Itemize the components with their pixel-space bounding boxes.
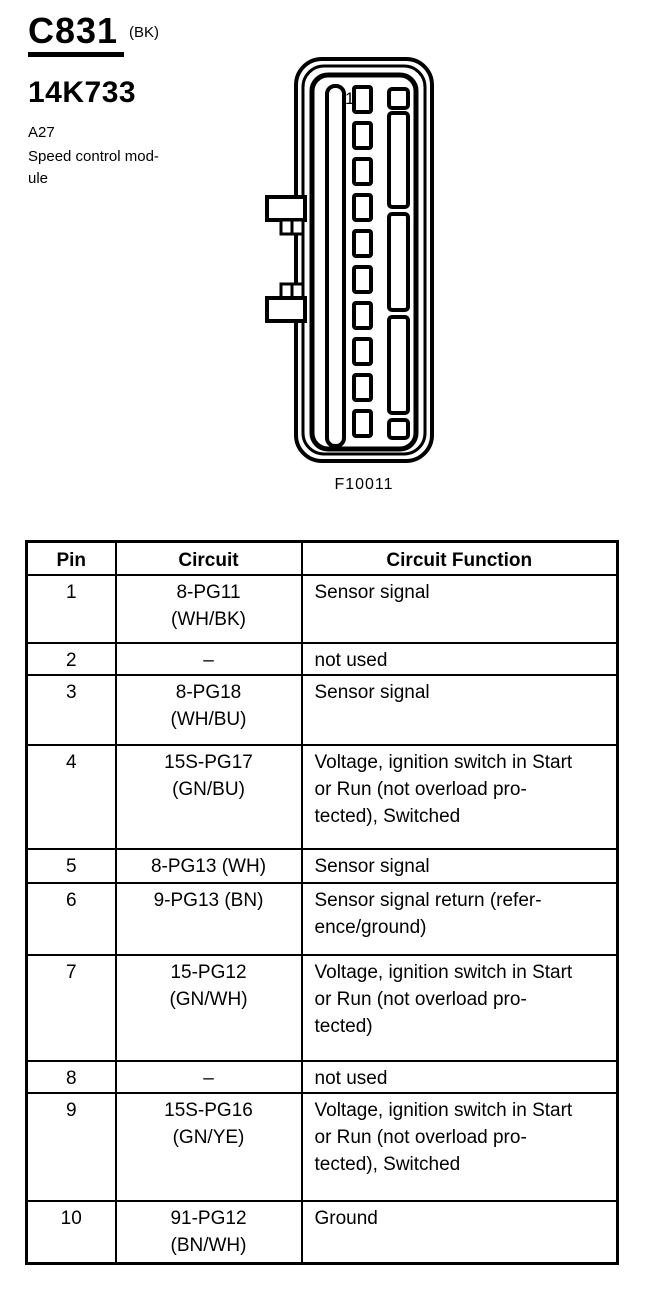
mounting-tab-upper bbox=[265, 195, 307, 222]
locking-rail-segment bbox=[387, 418, 410, 440]
locking-rail-segment bbox=[387, 212, 410, 312]
header-circuit-function: Circuit Function bbox=[300, 540, 619, 576]
circuit-cell: 9-PG13 (BN) bbox=[114, 882, 303, 956]
connector-diagram: 1 bbox=[265, 57, 434, 463]
table-row: 4 15S-PG17 (GN/BU) Voltage, ignition swi… bbox=[25, 744, 619, 850]
mounting-tab-lower-clip bbox=[290, 282, 305, 300]
pin-1-label: 1 bbox=[345, 89, 354, 108]
component-name: Speed control mod- ule bbox=[28, 148, 159, 187]
function-cell: not used bbox=[300, 642, 619, 676]
mounting-tab-lower bbox=[265, 296, 307, 323]
pinout-table: Pin Circuit Circuit Function 1 8-PG11 (W… bbox=[25, 540, 619, 1265]
pin-cell: 9 bbox=[25, 1092, 117, 1202]
locking-rail-segment bbox=[387, 111, 410, 209]
connector-id-underline bbox=[28, 52, 124, 57]
pin-cavity bbox=[352, 229, 373, 258]
pin-cell: 10 bbox=[25, 1200, 117, 1264]
function-cell: Sensor signal bbox=[300, 674, 619, 746]
function-cell: Sensor signal return (refer- ence/ground… bbox=[300, 882, 619, 956]
pin-cavity bbox=[352, 121, 373, 150]
pin-cell: 8 bbox=[25, 1060, 117, 1094]
table-row: 6 9-PG13 (BN) Sensor signal return (refe… bbox=[25, 882, 619, 956]
table-row: 10 91-PG12 (BN/WH) Ground bbox=[25, 1200, 619, 1264]
header-circuit: Circuit bbox=[114, 540, 303, 576]
pin-cavity bbox=[352, 409, 373, 438]
pin-cavity bbox=[352, 85, 373, 114]
part-number: 14K733 bbox=[28, 76, 137, 109]
table-row: 1 8-PG11 (WH/BK) Sensor signal bbox=[25, 574, 619, 644]
circuit-cell: 91-PG12 (BN/WH) bbox=[114, 1200, 303, 1264]
locking-rail-segment bbox=[387, 87, 410, 110]
connector-id: C831 bbox=[28, 10, 119, 51]
circuit-cell: 8-PG13 (WH) bbox=[114, 848, 303, 884]
locking-rail-segment bbox=[387, 315, 410, 415]
circuit-cell: 15S-PG17 (GN/BU) bbox=[114, 744, 303, 850]
function-cell: Voltage, ignition switch in Start or Run… bbox=[300, 744, 619, 850]
pin-cavity bbox=[352, 265, 373, 294]
circuit-cell: 8-PG11 (WH/BK) bbox=[114, 574, 303, 644]
circuit-cell: 15S-PG16 (GN/YE) bbox=[114, 1092, 303, 1202]
table-row: 3 8-PG18 (WH/BU) Sensor signal bbox=[25, 674, 619, 746]
figure-number: F10011 bbox=[334, 476, 394, 493]
pin-cell: 2 bbox=[25, 642, 117, 676]
pin-cavity bbox=[352, 193, 373, 222]
pin-cell: 5 bbox=[25, 848, 117, 884]
component-code: A27 bbox=[28, 124, 55, 141]
function-cell: Voltage, ignition switch in Start or Run… bbox=[300, 1092, 619, 1202]
pin-cell: 1 bbox=[25, 574, 117, 644]
mounting-tab-upper-clip bbox=[279, 218, 294, 236]
circuit-cell: 8-PG18 (WH/BU) bbox=[114, 674, 303, 746]
pin-cavity bbox=[352, 301, 373, 330]
circuit-cell: 15-PG12 (GN/WH) bbox=[114, 954, 303, 1062]
mounting-tab-lower-clip bbox=[279, 282, 294, 300]
function-cell: not used bbox=[300, 1060, 619, 1094]
header-pin: Pin bbox=[25, 540, 117, 576]
table-row: 8 – not used bbox=[25, 1060, 619, 1094]
function-cell: Sensor signal bbox=[300, 574, 619, 644]
pin-cell: 7 bbox=[25, 954, 117, 1062]
mounting-tab-upper-clip bbox=[290, 218, 305, 236]
keyway-slot bbox=[325, 84, 346, 448]
function-cell: Voltage, ignition switch in Start or Run… bbox=[300, 954, 619, 1062]
function-cell: Ground bbox=[300, 1200, 619, 1264]
table-row: 2 – not used bbox=[25, 642, 619, 676]
table-row: 7 15-PG12 (GN/WH) Voltage, ignition swit… bbox=[25, 954, 619, 1062]
table-row: 9 15S-PG16 (GN/YE) Voltage, ignition swi… bbox=[25, 1092, 619, 1202]
connector-color-code: (BK) bbox=[129, 24, 159, 41]
pin-cell: 4 bbox=[25, 744, 117, 850]
pin-cavity bbox=[352, 337, 373, 366]
table-header-row: Pin Circuit Circuit Function bbox=[25, 540, 619, 576]
circuit-cell: – bbox=[114, 1060, 303, 1094]
pin-cavity bbox=[352, 157, 373, 186]
table-row: 5 8-PG13 (WH) Sensor signal bbox=[25, 848, 619, 884]
pin-cell: 6 bbox=[25, 882, 117, 956]
circuit-cell: – bbox=[114, 642, 303, 676]
pin-cell: 3 bbox=[25, 674, 117, 746]
pin-cavity bbox=[352, 373, 373, 402]
function-cell: Sensor signal bbox=[300, 848, 619, 884]
